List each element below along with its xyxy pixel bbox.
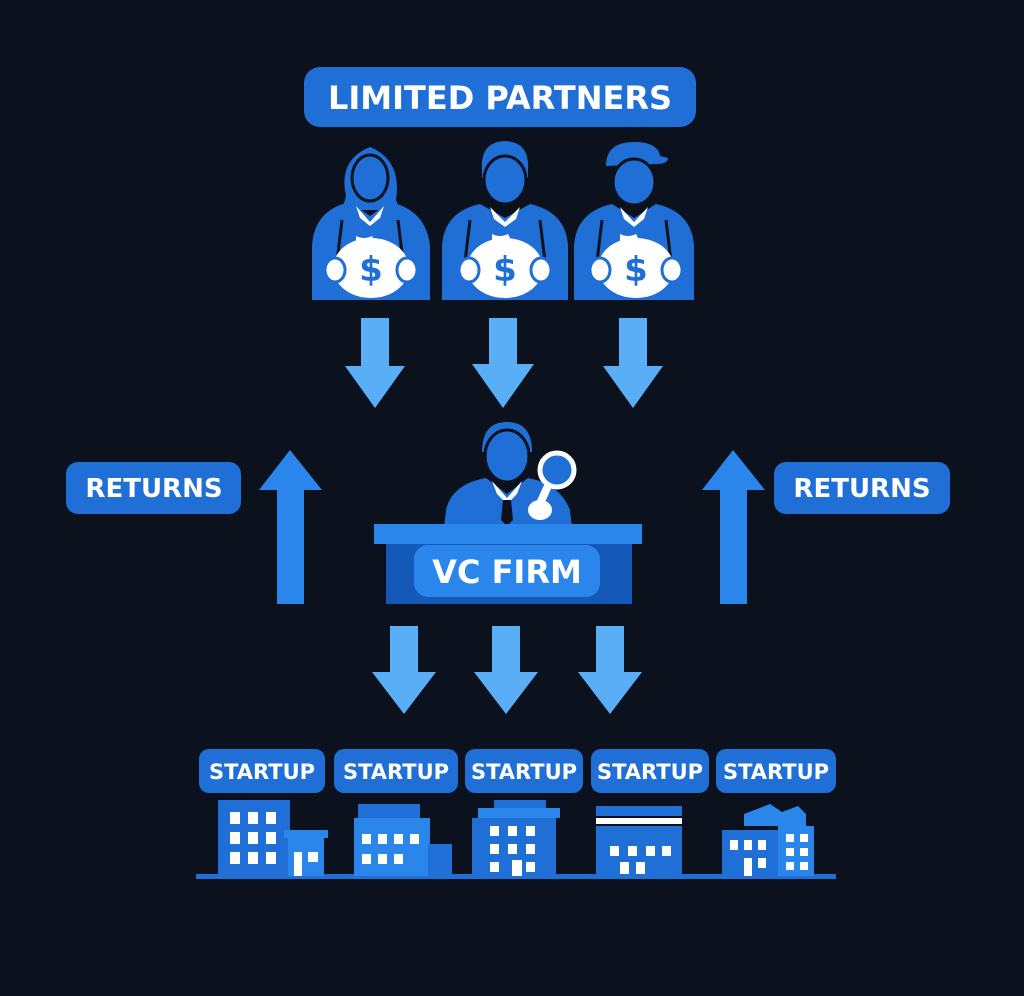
startup-label-1: STARTUP <box>209 760 315 784</box>
factory-building-icon <box>722 804 814 876</box>
limited-partners-label: LIMITED PARTNERS <box>328 79 672 117</box>
down-arrow-icon <box>578 626 642 714</box>
returns-right-label: RETURNS <box>793 474 930 504</box>
dollar-sign-3: $ <box>624 250 648 290</box>
returns-right-group: RETURNS <box>702 450 950 604</box>
vc-partner-icon <box>444 422 572 528</box>
startup-label-3: STARTUP <box>471 760 577 784</box>
low-building-icon <box>354 804 452 876</box>
vc-desk-top <box>374 524 642 544</box>
down-arrow-icon <box>603 318 663 408</box>
vc-firm-label: VC FIRM <box>432 553 582 591</box>
down-arrow-icon <box>472 318 534 408</box>
down-arrow-icon <box>345 318 405 408</box>
vc-firm-pill <box>414 545 600 597</box>
dollar-sign-1: $ <box>359 250 383 290</box>
up-arrow-icon <box>259 450 322 604</box>
office-building-icon <box>218 800 328 876</box>
down-arrow-icon <box>372 626 436 714</box>
tower-building-icon <box>472 800 560 876</box>
woman-investor-icon: $ <box>312 147 430 300</box>
flat-roof-building-icon <box>596 806 682 876</box>
startup-labels: STARTUP STARTUP STARTUP STARTUP STARTUP <box>199 749 836 793</box>
magnifying-glass-icon <box>528 450 577 520</box>
limited-partners-header: LIMITED PARTNERS <box>304 67 696 127</box>
lp-to-vc-arrows <box>345 318 663 408</box>
dollar-sign-2: $ <box>493 250 517 290</box>
vc-to-startup-arrows <box>372 626 642 714</box>
man-investor-icon: $ <box>442 141 568 300</box>
cap-investor-icon: $ <box>574 142 694 300</box>
down-arrow-icon <box>474 626 538 714</box>
up-arrow-icon <box>702 450 765 604</box>
startup-buildings <box>196 800 836 879</box>
startup-label-2: STARTUP <box>343 760 449 784</box>
returns-left-label: RETURNS <box>85 474 222 504</box>
vc-firm-group: VC FIRM <box>374 422 642 604</box>
returns-left-group: RETURNS <box>66 450 322 604</box>
startup-label-4: STARTUP <box>597 760 703 784</box>
startup-label-5: STARTUP <box>723 760 829 784</box>
ground-line <box>196 874 836 879</box>
